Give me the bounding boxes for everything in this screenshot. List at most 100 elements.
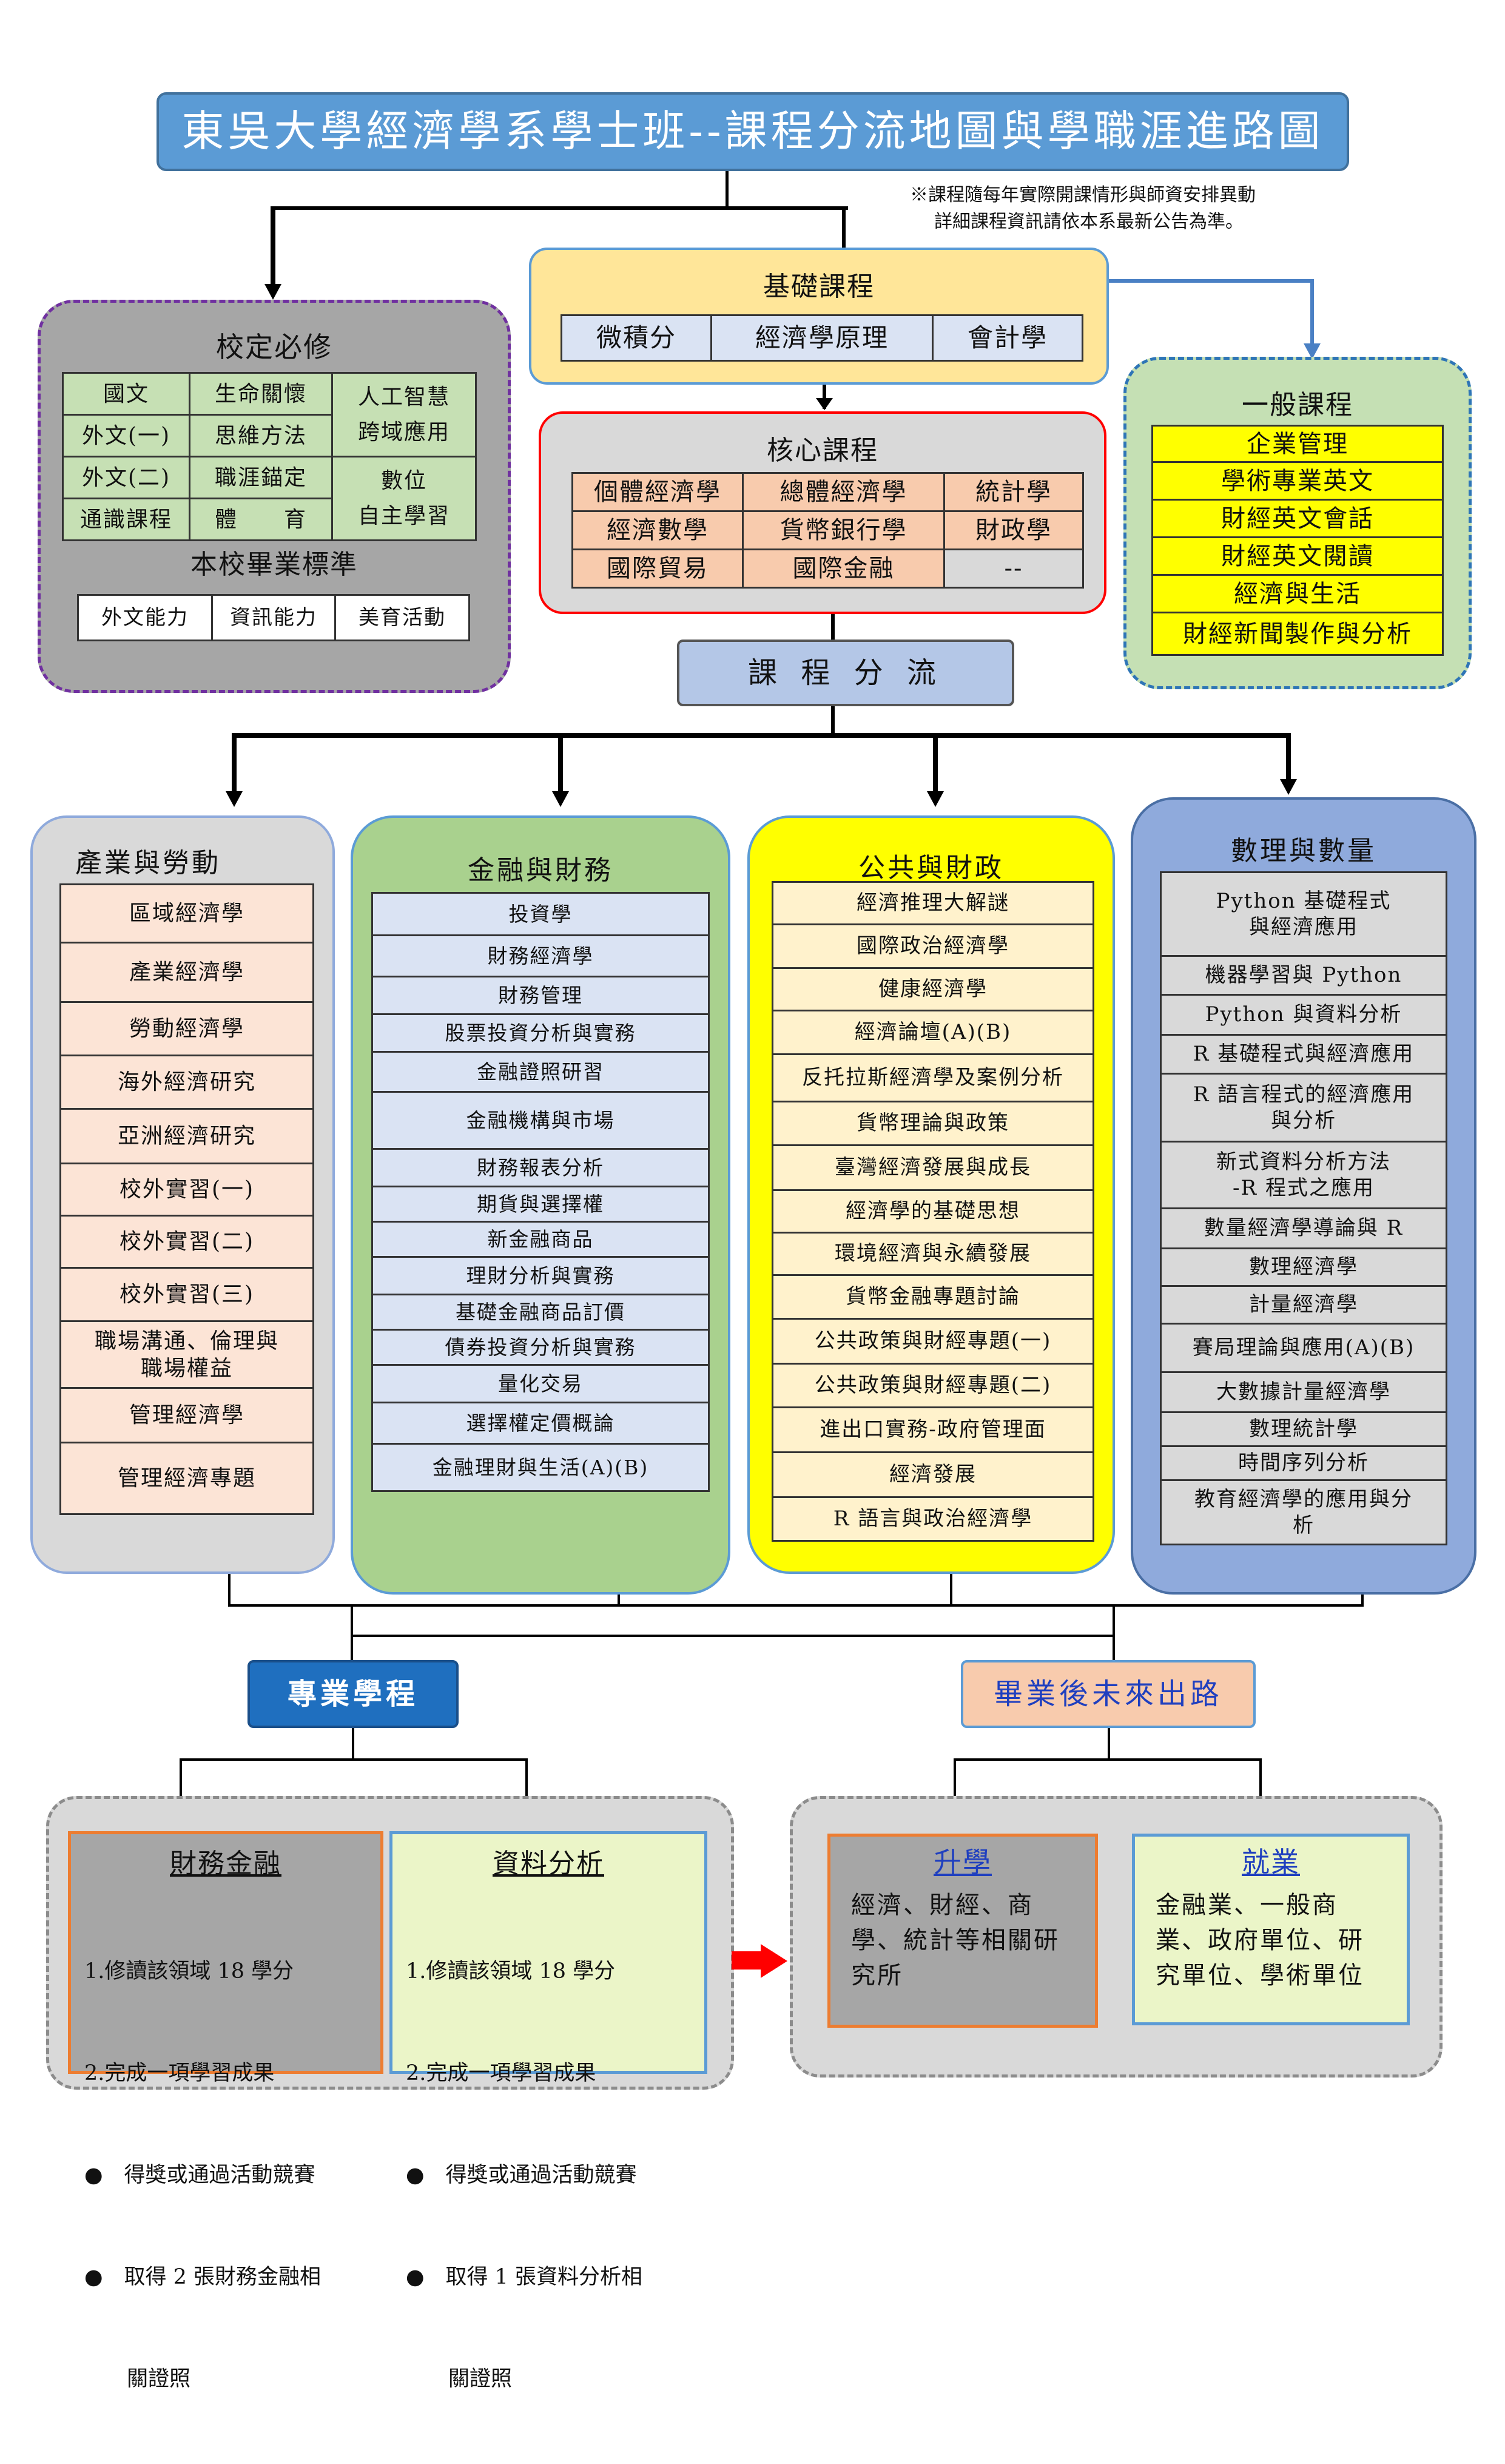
- required-cell: 通識課程: [62, 498, 190, 541]
- career-study-text: 經濟、財經、商 學、統計等相關研 究所: [851, 1891, 1060, 1990]
- track-industry-list: 區域經濟學產業經濟學勞動經濟學海外經濟研究亞洲經濟研究校外實習(一)校外實習(二…: [59, 883, 314, 1515]
- course-cell: 公共政策與財經專題(一): [772, 1318, 1094, 1365]
- core-course-cell: 個體經濟學: [571, 472, 744, 512]
- track-public-title: 公共與財政: [858, 852, 1004, 883]
- program-finance-line: ● 得獎或通過活動競賽: [84, 2163, 315, 2187]
- career-label: 畢業後未來出路: [961, 1660, 1256, 1728]
- page-title: 東吳大學經濟學系學士班--課程分流地圖與學職涯進路圖: [157, 92, 1349, 171]
- course-cell: 機器學習與 Python: [1160, 955, 1447, 996]
- course-cell: 基礎金融商品訂價: [371, 1294, 710, 1331]
- core-course-cell: 國際金融: [742, 548, 945, 589]
- required-cell: 體 育: [189, 498, 333, 541]
- course-cell: R 語言與政治經濟學: [772, 1496, 1094, 1542]
- program-finance-line: 2.完成一項學習成果: [84, 2061, 275, 2085]
- connector-program-v: [180, 1758, 182, 1819]
- arrowhead-general: [1304, 343, 1321, 359]
- course-cell: 新式資料分析方法 -R 程式之應用: [1160, 1141, 1447, 1209]
- course-cell: 教育經濟學的應用與分 析: [1160, 1479, 1447, 1545]
- red-arrow-shaft: [732, 1951, 762, 1970]
- course-cell: 亞洲經濟研究: [59, 1108, 314, 1164]
- connector-basic-core: [823, 385, 826, 409]
- connector-split-v: [831, 706, 835, 737]
- connector-track-v: [232, 733, 237, 794]
- connector-bottom-v: [618, 1595, 620, 1605]
- connector-bottom-v: [228, 1574, 231, 1605]
- course-cell: 海外經濟研究: [59, 1055, 314, 1110]
- core-courses-title: 核心課程: [767, 434, 878, 466]
- course-cell: 環境經濟與永續發展: [772, 1232, 1094, 1276]
- arrowhead-left: [264, 284, 281, 300]
- course-cell: 經濟學的基礎思想: [772, 1189, 1094, 1234]
- course-cell: R 語言程式的經濟應用 與分析: [1160, 1073, 1447, 1143]
- course-cell: 金融理財與生活(A)(B): [371, 1443, 710, 1492]
- course-cell: 職場溝通、倫理與 職場權益: [59, 1320, 314, 1389]
- course-cell: 勞動經濟學: [59, 1001, 314, 1056]
- connector-career-v: [1108, 1728, 1110, 1760]
- connector-program-v: [525, 1758, 528, 1819]
- program-finance-line: ● 取得 2 張財務金融相: [84, 2265, 322, 2289]
- core-course-cell: --: [943, 548, 1084, 589]
- course-cell: 理財分析與實務: [371, 1256, 710, 1295]
- course-split-label: 課 程 分 流: [677, 640, 1014, 706]
- graduation-standard-cell: 外文能力: [77, 594, 213, 641]
- schedule-note-line-2: 詳細課程資訊請依本系最新公告為準。: [934, 211, 1244, 232]
- course-cell: 投資學: [371, 892, 710, 936]
- course-cell: 大數據計量經濟學: [1160, 1371, 1447, 1413]
- core-course-cell: 國際貿易: [571, 548, 744, 589]
- page-title-text: 東吳大學經濟學系學士班--課程分流地圖與學職涯進路圖: [181, 106, 1324, 157]
- graduation-standard-title: 本校畢業標準: [190, 548, 358, 580]
- connector-career-v: [954, 1758, 956, 1819]
- course-cell: 計量經濟學: [1160, 1285, 1447, 1325]
- career-job-title: 就業: [1242, 1846, 1300, 1879]
- program-finance-box: 財務金融 1.修讀該領域 18 學分 2.完成一項學習成果 ● 得獎或通過活動競…: [68, 1831, 383, 2391]
- course-cell: 貨幣金融專題討論: [772, 1274, 1094, 1320]
- connector-program-v: [352, 1728, 354, 1760]
- course-cell: 財經英文會話: [1151, 499, 1444, 538]
- required-panel: 校定必修 國文 生命關懷 外文(一) 思維方法 外文(二) 職涯錨定 通識課程 …: [38, 300, 511, 693]
- program-finance-lines: 1.修讀該領域 18 學分 2.完成一項學習成果 ● 得獎或通過活動競賽 ● 取…: [84, 1886, 382, 2464]
- course-cell: 公共政策與財經專題(二): [772, 1363, 1094, 1408]
- general-courses-list: 企業管理學術專業英文財經英文會話財經英文閱讀經濟與生活財經新聞製作與分析: [1151, 425, 1444, 656]
- connector-track-v: [558, 733, 563, 794]
- schedule-note: ※課程隨每年實際開課情形與師資安排異動 詳細課程資訊請依本系最新公告為準。: [910, 182, 1359, 235]
- track-industry-title: 產業與勞動: [75, 848, 221, 879]
- course-cell: 時間序列分析: [1160, 1445, 1447, 1481]
- connector-left-v: [271, 206, 275, 285]
- required-cell: 外文(一): [62, 414, 190, 457]
- basic-course-cell: 微積分: [561, 314, 712, 362]
- track-finance-title: 金融與財務: [468, 855, 613, 886]
- course-cell: 反托拉斯經濟學及案例分析: [772, 1053, 1094, 1102]
- arrowhead-core: [816, 398, 833, 410]
- course-cell: 債券投資分析與實務: [371, 1329, 710, 1366]
- program-data-line: 2.完成一項學習成果: [406, 2061, 596, 2085]
- course-cell: 選擇權定價概論: [371, 1402, 710, 1445]
- course-cell: 國際政治經濟學: [772, 923, 1094, 969]
- core-courses-panel: 核心課程 個體經濟學 總體經濟學 統計學 經濟數學 貨幣銀行學 財政學 國際貿易…: [539, 411, 1106, 614]
- course-cell: 經濟推理大解謎: [772, 881, 1094, 925]
- connector-bottom-v: [1361, 1595, 1364, 1605]
- course-cell: 財務報表分析: [371, 1148, 710, 1187]
- course-cell: 新金融商品: [371, 1221, 710, 1258]
- program-data-line: 關證照: [406, 2367, 513, 2391]
- red-arrow-head: [761, 1944, 787, 1978]
- course-cell: 經濟發展: [772, 1451, 1094, 1498]
- course-cell: 數理經濟學: [1160, 1247, 1447, 1287]
- required-cell: 國文: [62, 372, 190, 416]
- course-cell: 量化交易: [371, 1364, 710, 1403]
- course-cell: R 基礎程式與經濟應用: [1160, 1034, 1447, 1075]
- course-cell: 校外實習(三): [59, 1267, 314, 1322]
- career-job-box: 就業 金融業、一般商 業、政府單位、研 究單位、學術單位: [1132, 1834, 1410, 2025]
- course-cell: 數量經濟學導論與 R: [1160, 1207, 1447, 1249]
- course-cell: 管理經濟學: [59, 1387, 314, 1443]
- program-finance-title: 財務金融: [170, 1848, 281, 1879]
- course-cell: 臺灣經濟發展與成長: [772, 1144, 1094, 1191]
- course-cell: 管理經濟專題: [59, 1442, 314, 1515]
- program-data-line: ● 取得 1 張資料分析相: [406, 2265, 643, 2289]
- arrowhead-track: [226, 791, 243, 807]
- course-split-text: 課 程 分 流: [748, 656, 943, 690]
- arrowhead-track: [927, 791, 944, 807]
- core-course-cell: 貨幣銀行學: [742, 510, 945, 550]
- course-cell: 貨幣理論與政策: [772, 1101, 1094, 1146]
- course-cell: 學術專業英文: [1151, 461, 1444, 501]
- course-cell: 期貨與選擇權: [371, 1186, 710, 1223]
